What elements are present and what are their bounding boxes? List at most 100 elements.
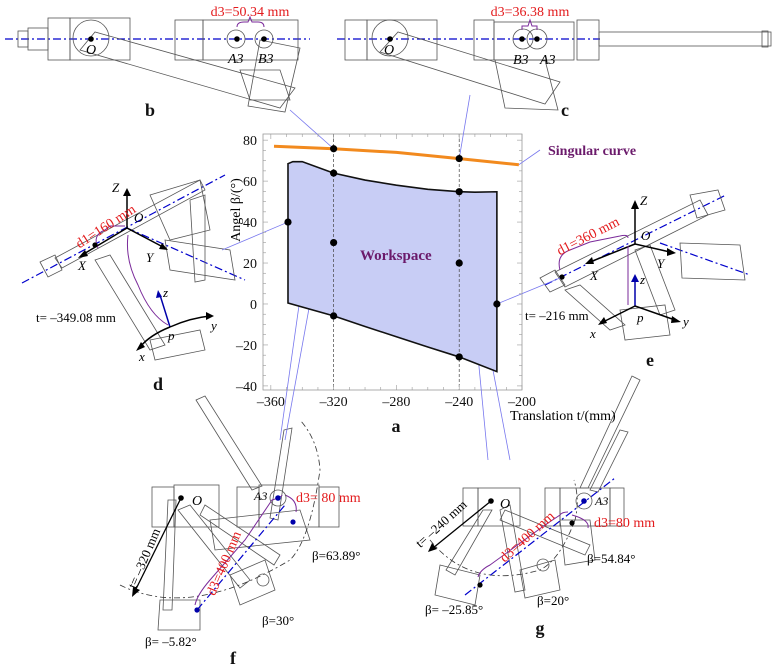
panel-f-mechanism: O A3 d3= 80 mm d3=400 mm t= –320 mm β=63… [119,395,361,668]
data-point [455,154,463,163]
panel-e-mechanism: d1=360 mm Z O X Y z p x y t= –216 mm e [525,189,751,370]
data-point [284,218,292,226]
x-tick-labels: –360 –320 –280 –240 –200 [256,395,536,410]
leader-line [458,94,471,159]
d3-long-label-f: d3=400 mm [205,529,245,598]
panel-label-a: a [392,416,401,436]
axis-X-d: X [77,258,87,273]
y-tick-label: 20 [243,257,257,272]
data-point [493,300,501,308]
axis-Y-e: Y [657,256,666,271]
axis-O-d: O [134,210,144,225]
axis-z-d: z [162,285,168,300]
y-tick-label: 0 [250,298,257,313]
panel-c-mechanism: d3=36.38 mm O B3 A3 c [337,5,772,120]
axis-x-e: x [589,326,596,341]
label-A3-b: A3 [227,52,244,67]
y-tick-label: –20 [235,339,257,354]
axis-x-d: x [138,349,145,364]
axis-Z-d: Z [112,180,120,195]
panel-label-b: b [145,100,155,120]
label-B3-b: B3 [258,52,274,67]
data-point [455,353,463,361]
workspace-area [287,160,498,373]
t-label-g: t= –240 mm [412,497,469,551]
point-B3-b [261,36,267,42]
panel-d-mechanism: d1=160 mm Z O X Y z p x y t= –349.08 mm … [21,174,246,394]
axis-p-d: p [167,328,175,343]
panel-b-mechanism: d3=50.34 mm O A3 B3 b [5,5,310,120]
point-O-g [488,498,494,504]
x-tick-label: –240 [444,395,473,410]
y-tick-label: 80 [243,134,257,149]
label-O-g: O [500,497,510,512]
data-points [284,145,501,361]
axis-y-e: y [681,314,689,329]
x-tick-label: –320 [319,395,348,410]
axis-X-e: X [589,268,599,283]
beta-label-f-1: β=63.89° [312,548,360,563]
panel-label-e: e [646,350,654,370]
axis-O-e: O [641,228,651,243]
label-O-c: O [384,43,394,58]
point-O-b [88,36,94,42]
label-B3-c: B3 [513,53,529,68]
data-point [455,188,463,196]
beta-label-g-2: β=20° [537,593,569,608]
workspace-label: Workspace [360,248,432,264]
y-tick-label: –40 [235,380,257,395]
point-O-f [178,495,184,501]
panel-label-f: f [230,648,237,668]
y-tick-label: 60 [243,175,257,190]
d3-long-label-g: d3=400 mm [497,509,558,566]
t-label-d: t= –349.08 mm [36,310,116,325]
label-A3-g: A3 [594,494,608,508]
point-A3-f [275,495,281,501]
t-label-f: t= –320 mm [125,526,164,590]
leader-line [496,277,561,305]
y-tick-labels: –40 –20 0 20 40 60 80 [235,134,257,395]
d3-short-label-g: d3=80 mm [594,516,655,531]
axis-Z-e: Z [640,193,648,208]
point-O-c [387,36,393,42]
singular-curve-label: Singular curve [548,144,636,159]
axis-p-e: p [636,310,644,325]
x-axis-label: Translation t/(mm) [510,409,616,424]
axis-Y-d: Y [146,250,155,265]
panel-label-c: c [561,100,569,120]
panel-label-g: g [536,618,545,638]
panel-label-d: d [153,374,163,394]
singular-curve-line [273,144,520,167]
t-label-e: t= –216 mm [525,308,589,323]
centerline-d [21,174,226,284]
beta-label-f-2: β=30° [262,613,294,628]
data-point [330,238,338,247]
point-B3-c [519,36,525,42]
axis-z-e: z [639,272,645,287]
beta-label-f-3: β= –5.82° [145,634,197,649]
data-point [330,312,338,320]
y-axis-label: Angel β/(°) [229,178,244,242]
beta-label-g-3: β= –25.85° [425,602,483,617]
leader-line [221,221,289,251]
x-tick-label: –280 [381,395,410,410]
point-A3-c [534,36,540,42]
axis-y-d: y [209,318,217,333]
d3-label-c: d3=36.38 mm [491,5,570,20]
leader-line [289,109,334,150]
d3-short-label-f: d3= 80 mm [296,491,361,506]
x-tick-label: –360 [256,395,285,410]
point-A3-b [234,36,240,42]
label-O-f: O [192,494,202,509]
point-A3-g [581,498,587,504]
data-point [330,145,338,153]
label-A3-c: A3 [539,53,556,68]
x-tick-label: –200 [507,395,536,410]
d3-label-b: d3=50.34 mm [211,5,290,20]
data-point [330,169,338,177]
label-A3-f: A3 [253,489,267,503]
label-O-b: O [86,43,96,58]
y-tick-label: 40 [243,216,257,231]
